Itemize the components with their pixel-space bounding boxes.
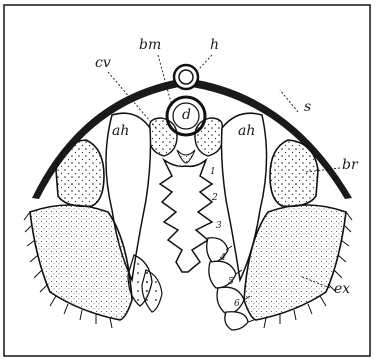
segment-number-3: 3 — [216, 222, 222, 231]
segment-number-4: 4 — [220, 254, 226, 263]
right-ventral-mass — [195, 118, 222, 156]
leader-h — [198, 55, 212, 70]
label-h: h — [210, 38, 219, 52]
label-cv: cv — [95, 56, 111, 70]
label-ah-right: ah — [238, 124, 255, 138]
segment-number-6: 6 — [234, 300, 240, 309]
heart-lumen — [179, 70, 193, 84]
label-ah-left: ah — [112, 124, 129, 138]
left-appendage-lobe-inner — [142, 270, 162, 312]
label-ex: ex — [334, 282, 350, 296]
label-br: br — [342, 158, 358, 172]
segment-number-5: 5 — [228, 278, 234, 287]
right-branchia — [270, 140, 318, 206]
leader-bm — [158, 55, 172, 106]
label-s: s — [304, 100, 311, 114]
right-exopodite — [244, 205, 346, 320]
left-branchia — [56, 140, 104, 206]
label-bm: bm — [139, 38, 161, 52]
segment-number-2: 2 — [212, 194, 218, 203]
left-ventral-mass — [150, 118, 177, 156]
central-ganglion — [177, 150, 195, 163]
segment-number-1: 1 — [210, 168, 216, 177]
label-d: d — [182, 108, 191, 122]
appendage-segment-6 — [225, 312, 248, 330]
leader-s — [280, 90, 298, 112]
sternal-column — [160, 160, 212, 272]
